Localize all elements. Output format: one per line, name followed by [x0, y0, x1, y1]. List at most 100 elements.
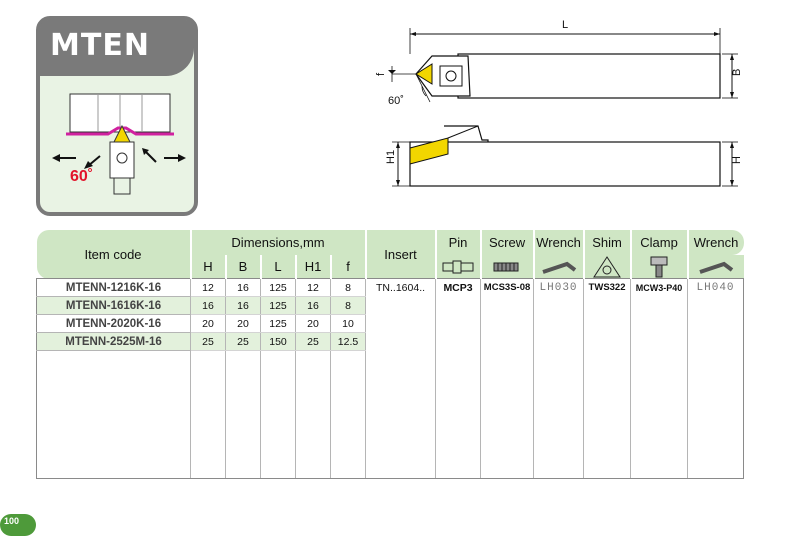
item-code: MTENN-1216K-16 — [36, 278, 191, 297]
cell-empty — [533, 314, 584, 333]
item-code: MTENN-2020K-16 — [36, 314, 191, 333]
cell-empty — [365, 332, 436, 351]
screw-icon-cell — [479, 255, 534, 279]
header-item-code: Item code — [36, 230, 191, 279]
cell-empty — [480, 350, 534, 479]
specification-table: Item code Dimensions,mm Insert Pin Screw… — [36, 230, 745, 479]
header-clamp: Clamp — [629, 230, 688, 255]
tool-orientation-diagram — [52, 93, 186, 195]
item-code: MTENN-1616K-16 — [36, 296, 191, 315]
page-number: 100 — [4, 516, 20, 526]
cell-empty — [260, 350, 296, 479]
header-dim-H: H — [189, 255, 226, 279]
cell-shim: TWS322 — [583, 278, 631, 297]
cell-empty — [480, 332, 534, 351]
cell-empty — [583, 332, 631, 351]
badge-title: MTEN — [50, 28, 150, 63]
cell-empty — [225, 350, 261, 479]
cell-H1: 12 — [295, 278, 331, 297]
cell-empty — [583, 314, 631, 333]
item-code: MTENN-2525M-16 — [36, 332, 191, 351]
cell-empty — [630, 350, 688, 479]
diag-arrow-right-icon — [145, 151, 157, 163]
wrench-icon — [699, 261, 734, 274]
cell-H1: 25 — [295, 332, 331, 351]
cell-B: 16 — [225, 296, 261, 315]
cell-empty — [630, 314, 688, 333]
cell-empty — [365, 350, 436, 479]
cell-empty — [329, 350, 366, 479]
angle-dimension: 60˚ — [388, 95, 404, 107]
header-dim-L: L — [259, 255, 296, 279]
dim-label-L: L — [562, 19, 568, 31]
cell-empty — [687, 332, 745, 351]
cell-f: 12.5 — [329, 332, 366, 351]
cell-empty — [533, 296, 584, 315]
cell-pin: MCP3 — [435, 278, 481, 297]
cell-empty — [687, 350, 745, 479]
header-wrench: Wrench — [532, 230, 584, 255]
header-dimensions: Dimensions,mm — [189, 230, 366, 255]
cell-empty — [630, 332, 688, 351]
cell-wrench-2: LH040 — [687, 278, 745, 297]
cell-f: 10 — [329, 314, 366, 333]
cell-empty — [480, 314, 534, 333]
tool-type-badge: MTEN 60˚ — [36, 16, 198, 216]
insert-side-icon — [409, 137, 449, 165]
cell-H: 25 — [190, 332, 226, 351]
cell-empty — [630, 296, 688, 315]
holder-side-view — [409, 141, 721, 187]
cell-B: 25 — [225, 332, 261, 351]
cell-H: 20 — [190, 314, 226, 333]
table-row: MTENN-2020K-16 20 20 125 20 10 — [36, 314, 745, 333]
cell-empty — [36, 350, 191, 479]
pin-icon — [442, 260, 474, 273]
cell-f: 8 — [329, 296, 366, 315]
cell-empty — [533, 332, 584, 351]
clamp-icon — [650, 256, 668, 277]
cell-empty — [190, 350, 226, 479]
cell-empty — [583, 296, 631, 315]
holder-top-view — [457, 53, 721, 99]
cell-H1: 20 — [295, 314, 331, 333]
cell-L: 150 — [260, 332, 296, 351]
cell-empty — [480, 296, 534, 315]
cell-insert: TN..1604.. — [365, 278, 436, 297]
shim-icon-cell — [582, 255, 631, 279]
cell-H1: 16 — [295, 296, 331, 315]
page-number-badge: 100 — [0, 514, 36, 536]
cell-screw: MCS3S-08 — [480, 278, 534, 297]
dim-label-f: f — [375, 72, 387, 76]
cell-empty — [435, 350, 481, 479]
screw-icon — [493, 262, 519, 271]
dim-label-H1: H1 — [385, 150, 397, 164]
tool-dimension-drawing: L 60˚ f B H1 H — [375, 19, 743, 187]
dim-label-B: B — [731, 69, 743, 76]
cell-f: 8 — [329, 278, 366, 297]
wrench2-icon-cell — [686, 255, 744, 279]
dim-label-H: H — [731, 156, 743, 164]
header-dim-H1: H1 — [294, 255, 331, 279]
angle-label: 60˚ — [70, 168, 94, 185]
wrench-icon-cell — [532, 255, 584, 279]
insert-top-icon — [415, 63, 433, 85]
cell-empty — [435, 296, 481, 315]
cell-B: 20 — [225, 314, 261, 333]
table-row: MTENN-1216K-16 12 16 125 12 8 TN..1604..… — [36, 278, 745, 297]
cell-empty — [365, 314, 436, 333]
header-wrench-2: Wrench — [686, 230, 744, 255]
table-row: MTENN-1616K-16 16 16 125 16 8 — [36, 296, 745, 315]
holder-shank — [109, 141, 135, 179]
cell-empty — [687, 296, 745, 315]
cell-clamp: MCW3-P40 — [630, 278, 688, 297]
badge-header: MTEN — [40, 20, 194, 76]
cell-B: 16 — [225, 278, 261, 297]
shim-icon — [593, 255, 621, 277]
pin-icon-cell — [434, 255, 481, 279]
cell-empty — [365, 296, 436, 315]
cell-empty — [435, 314, 481, 333]
header-dim-B: B — [224, 255, 261, 279]
clamp-icon-cell — [629, 255, 688, 279]
cell-L: 125 — [260, 296, 296, 315]
header-pin: Pin — [434, 230, 481, 255]
